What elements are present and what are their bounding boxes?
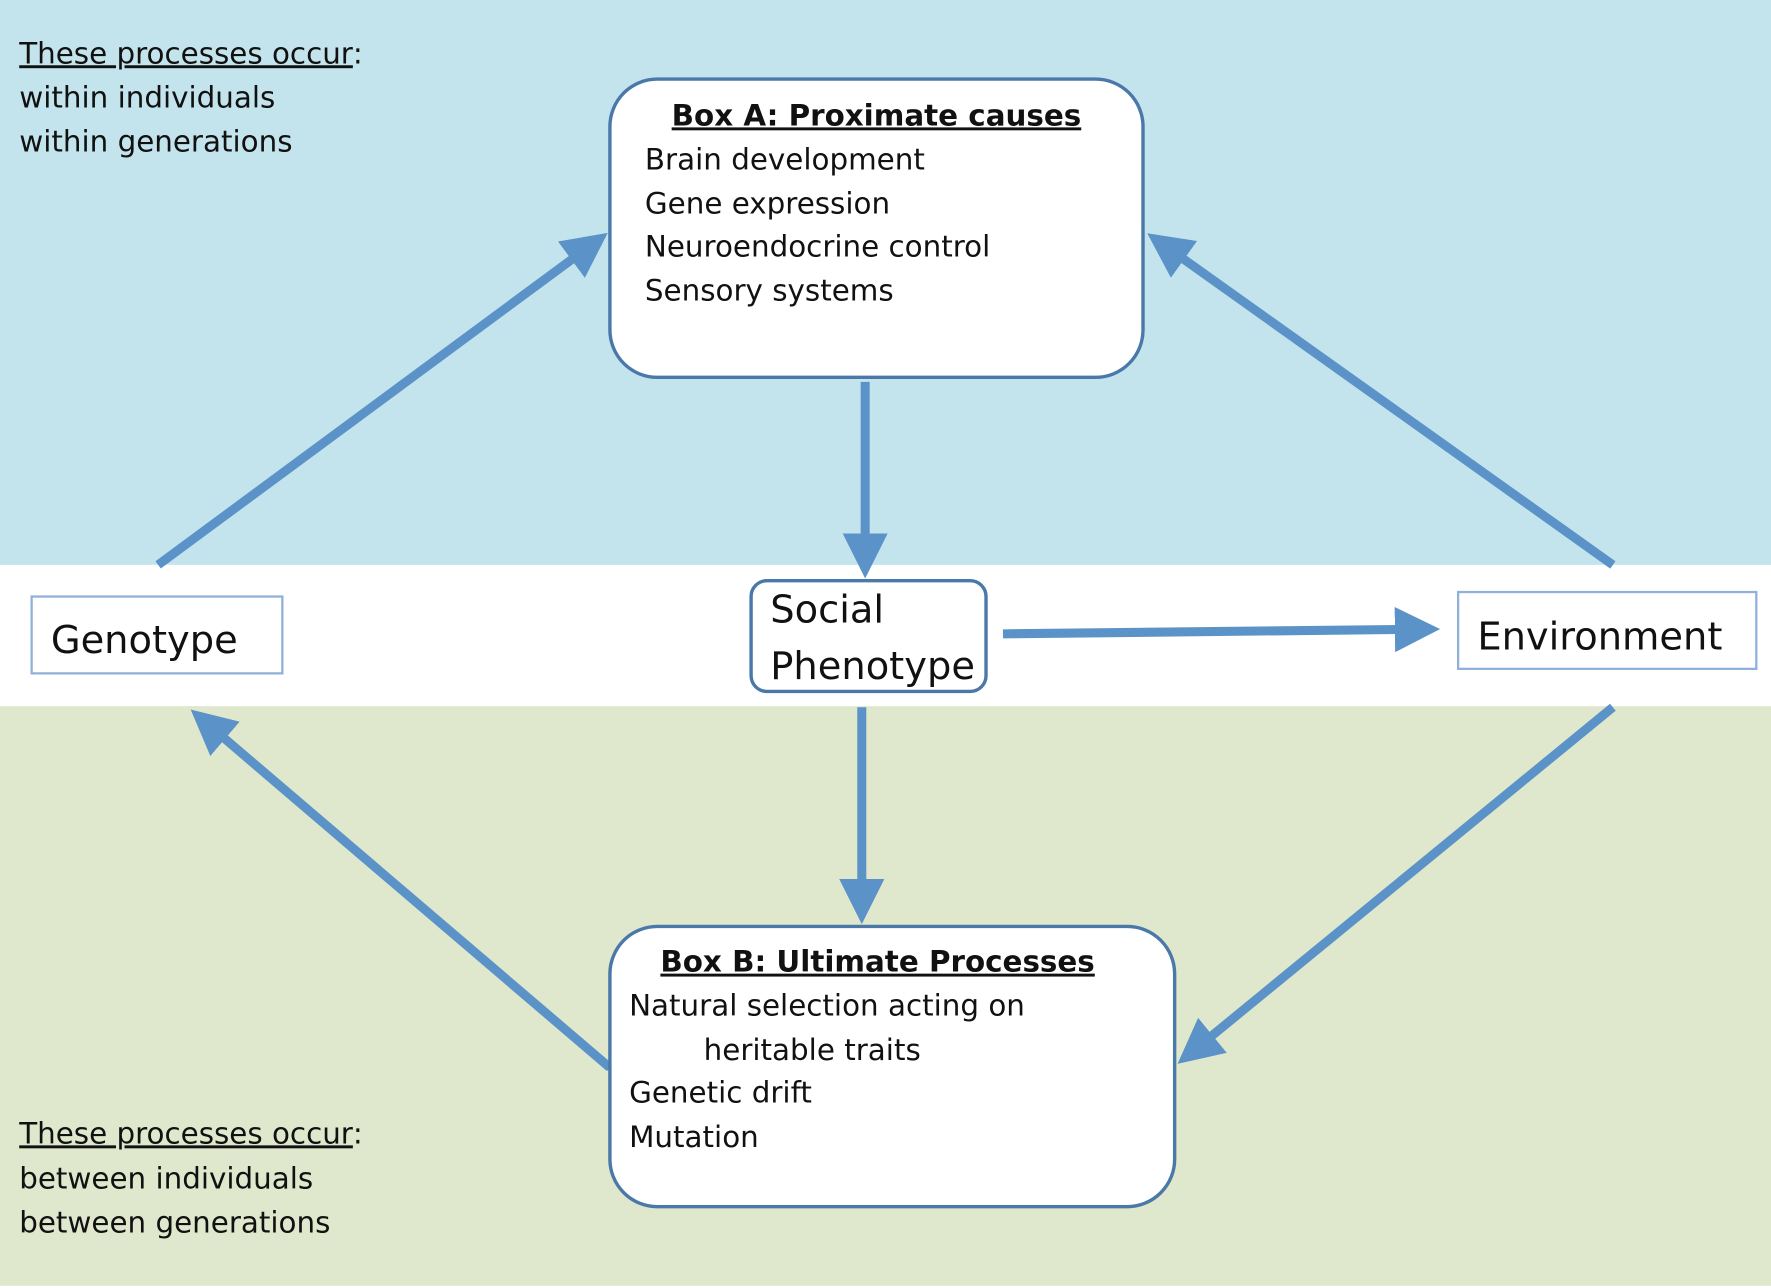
arrow-environment-to-box-b xyxy=(1177,703,1616,1064)
box-a-item: Neuroendocrine control xyxy=(645,229,990,263)
bottom-note: These processes occur: between individua… xyxy=(18,1116,363,1239)
arrow-box-b-to-genotype xyxy=(190,709,613,1072)
environment-box: Environment xyxy=(1457,590,1758,670)
box-a-item: Gene expression xyxy=(645,187,890,221)
colon: : xyxy=(353,36,363,70)
genotype-box: Genotype xyxy=(30,595,284,675)
box-a-item: Sensory systems xyxy=(645,274,894,308)
bottom-note-line: between individuals xyxy=(19,1162,313,1196)
box-b-ultimate-processes: Box B: Ultimate Processes Natural select… xyxy=(608,924,1177,1209)
social-phenotype-line2: Phenotype xyxy=(770,644,975,689)
top-note-heading: These processes occur xyxy=(18,36,354,70)
colon: : xyxy=(353,1116,363,1150)
genotype-label: Genotype xyxy=(51,618,238,663)
social-phenotype-box: Social Phenotype xyxy=(749,579,988,694)
bottom-note-heading: These processes occur xyxy=(18,1116,354,1150)
environment-label: Environment xyxy=(1477,615,1722,660)
svg-text:These processes occur:: These processes occur: xyxy=(18,36,363,70)
top-note: These processes occur: within individual… xyxy=(18,36,363,158)
box-b-item: Genetic drift xyxy=(629,1076,812,1110)
box-a-item: Brain development xyxy=(645,142,925,176)
box-b-item: Mutation xyxy=(629,1120,759,1154)
box-b-item: Natural selection acting on xyxy=(629,989,1025,1023)
top-note-line: within individuals xyxy=(19,80,275,114)
arrow-genotype-to-box-a xyxy=(155,232,608,569)
box-b-title: Box B: Ultimate Processes xyxy=(660,945,1094,979)
box-a-title: Box A: Proximate causes xyxy=(672,98,1082,132)
top-note-line: within generations xyxy=(19,124,292,158)
arrow-environment-to-box-a xyxy=(1147,233,1616,569)
svg-text:These processes occur:: These processes occur: xyxy=(18,1116,363,1150)
bottom-note-line: between generations xyxy=(19,1206,330,1240)
social-phenotype-line1: Social xyxy=(770,588,884,633)
arrow-phenotype-to-environment xyxy=(1002,606,1441,653)
box-a-proximate-causes: Box A: Proximate causes Brain developmen… xyxy=(608,77,1145,380)
box-b-item: heritable traits xyxy=(704,1033,921,1067)
